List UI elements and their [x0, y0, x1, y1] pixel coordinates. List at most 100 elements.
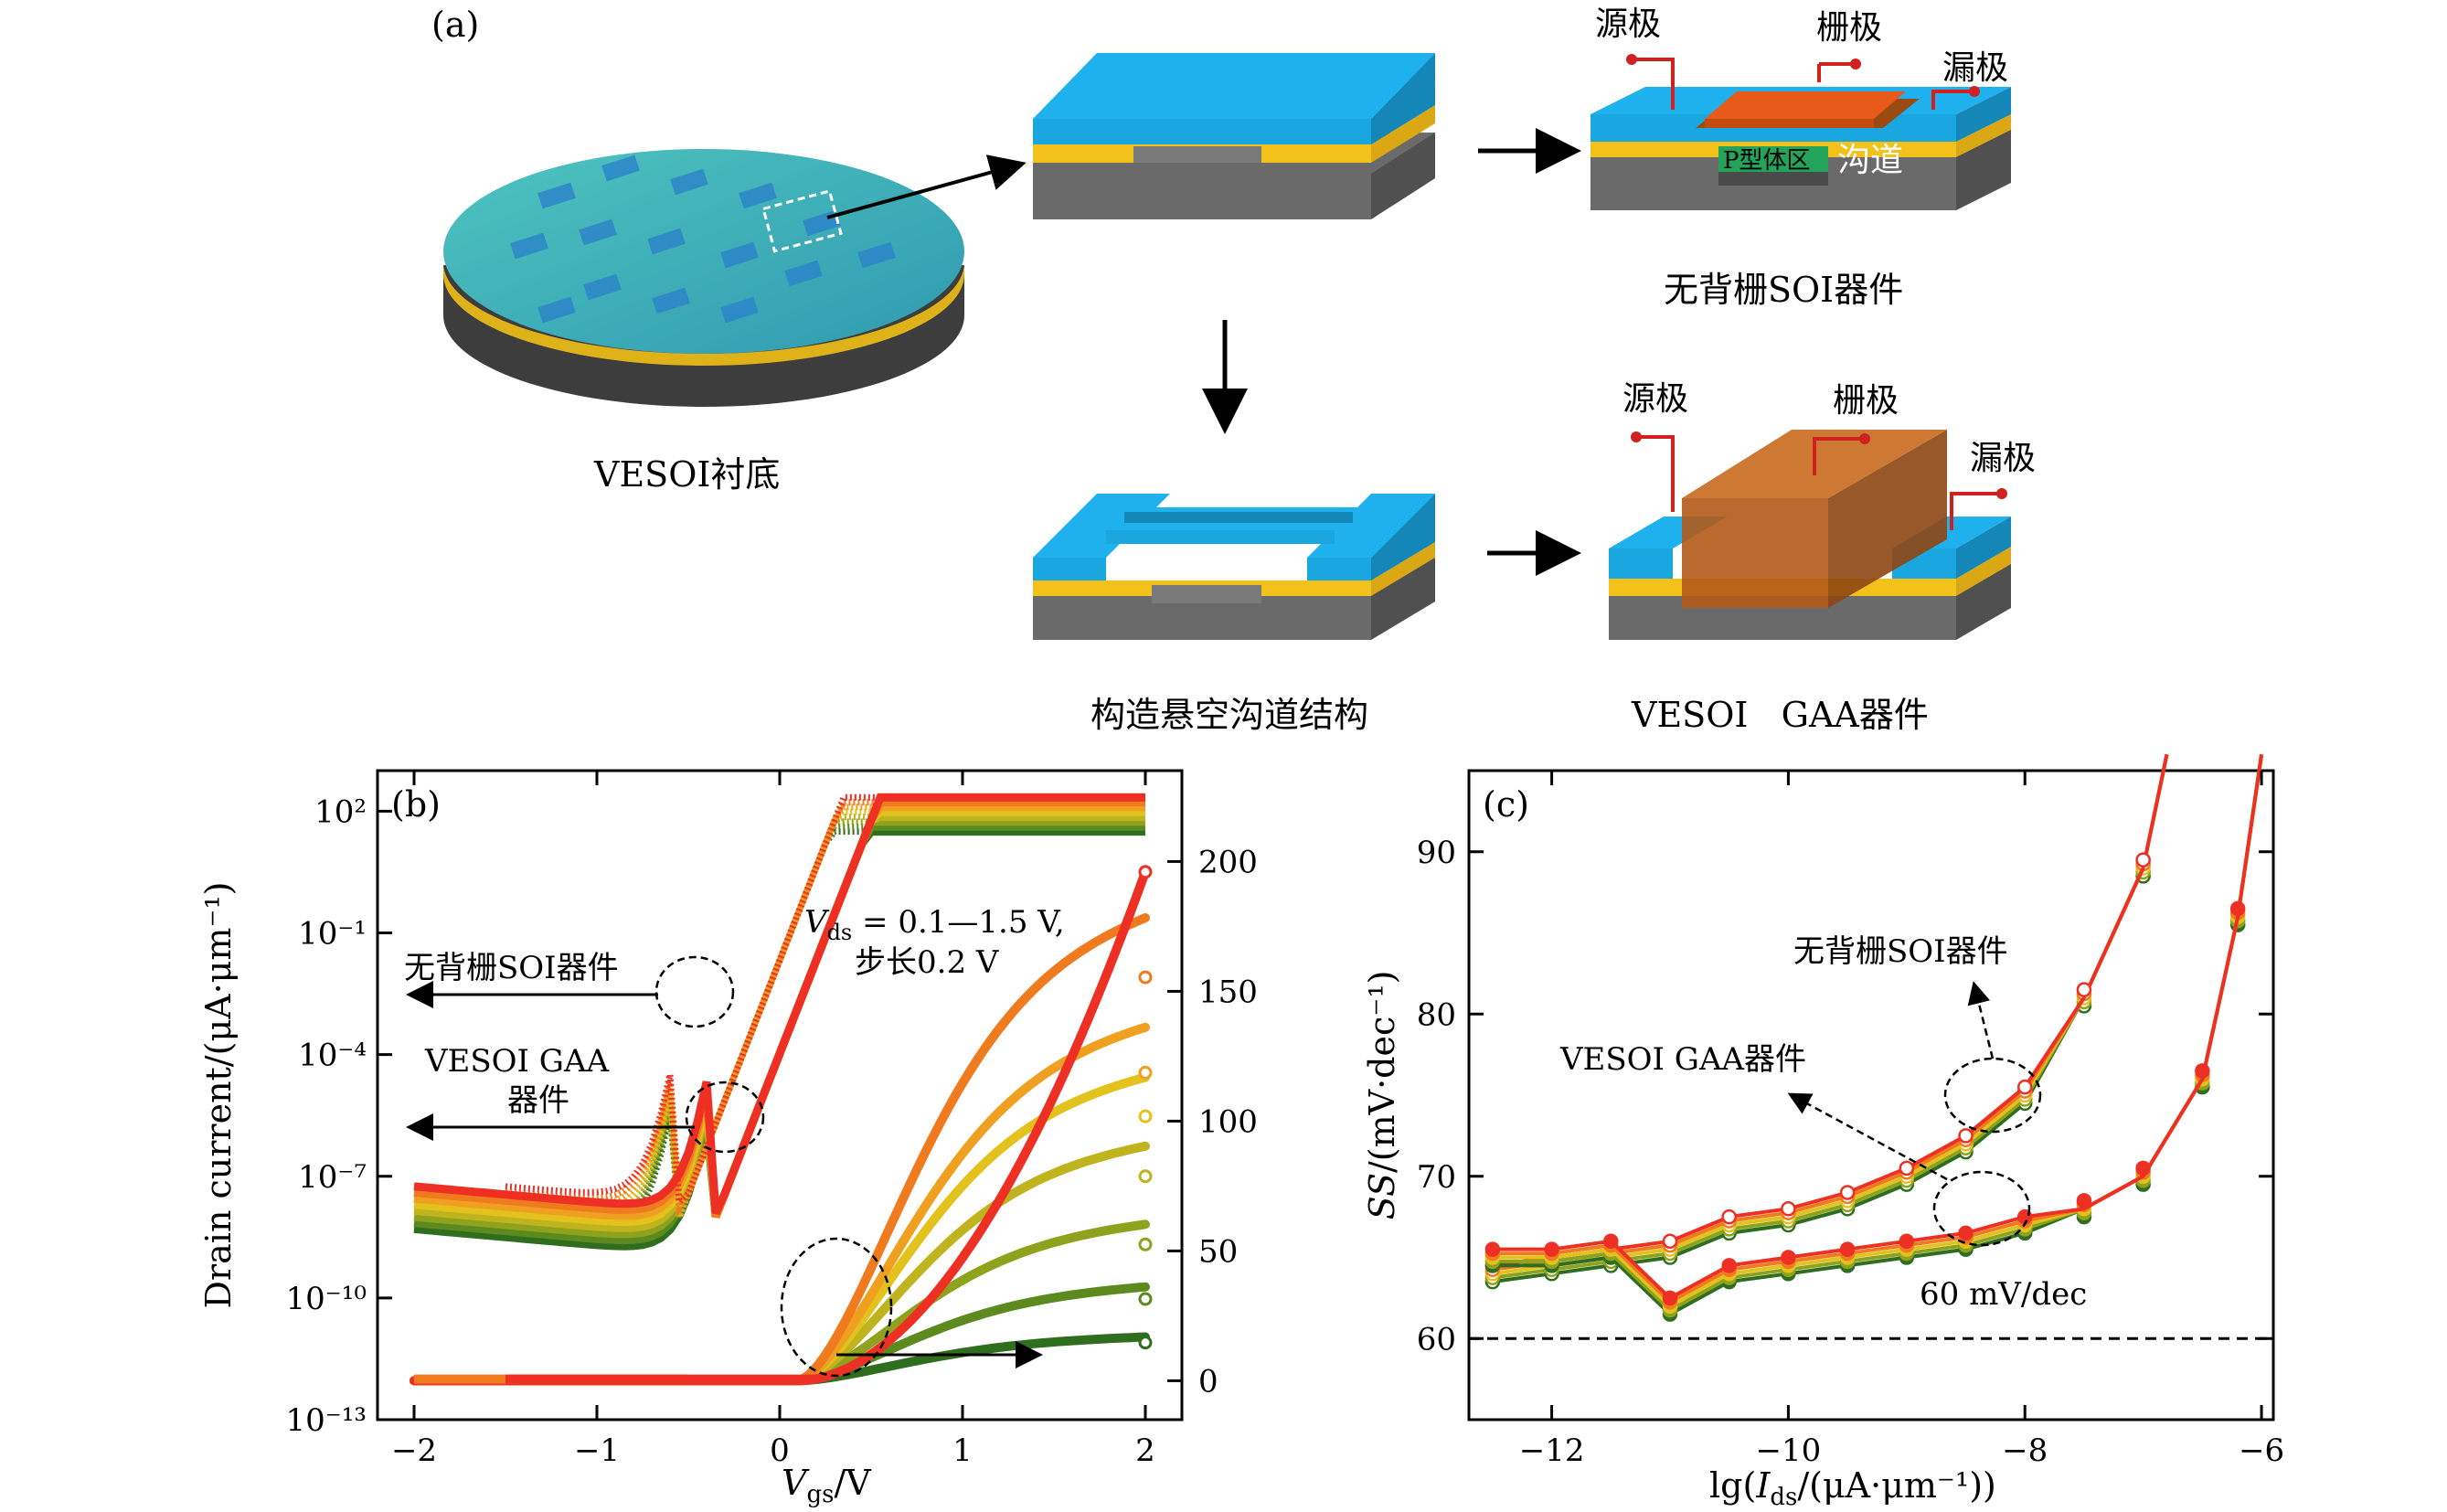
- gaa-ss-marker: [1721, 1258, 1737, 1273]
- b-left-tick-label: 10⁻⁴: [298, 1038, 367, 1074]
- b-left-tick-label: 10²: [314, 793, 367, 830]
- log-curve-soi-vds-1.1: [505, 804, 1145, 1216]
- linear-end-marker-vds-0.7: [1138, 1169, 1153, 1184]
- label-source-1: 源极: [1595, 5, 1661, 43]
- gaa-ss-marker: [1781, 1250, 1796, 1265]
- log-curve-soi-vds-1.3: [505, 799, 1145, 1219]
- no-backgate-soi-device: [1591, 54, 2011, 210]
- gaa-ss-marker: [2076, 1193, 2092, 1209]
- c-y-tick-label: 70: [1417, 1159, 1456, 1196]
- soi-ss-marker: [1958, 1128, 1974, 1144]
- linear-curve-vds-1.3: [410, 913, 1150, 1386]
- panel-b-label: (b): [391, 784, 441, 825]
- panel-b-xlabel: Vgs/V: [782, 1463, 871, 1508]
- log-curve-soi-vds-0.7: [505, 814, 1145, 1220]
- gaa-annotation-b-line2: 器件: [507, 1082, 569, 1119]
- linear-end-marker-vds-0.5: [1138, 1237, 1153, 1251]
- gaa-annotation-c: VESOI GAA器件: [1559, 1041, 1806, 1078]
- gaa-ss-marker: [1544, 1241, 1559, 1257]
- linear-curve-vds-0.1: [410, 1332, 1150, 1386]
- limit-annotation: 60 mV/dec: [1920, 1276, 2087, 1313]
- gaa-ss-curve: [1492, 754, 2264, 1309]
- b-right-tick-label: 0: [1198, 1363, 1218, 1400]
- linear-end-marker-vds-1.1: [1138, 1065, 1153, 1080]
- gaa-ss-marker: [1603, 1233, 1619, 1249]
- log-curve-gaa-vds-0.9: [413, 807, 1145, 1227]
- vesoi-wafer: [443, 149, 1027, 407]
- label-gate-1: 栅极: [1816, 9, 1882, 47]
- soi-ss-marker: [1781, 1201, 1796, 1217]
- soi-ss-marker: [1839, 1185, 1856, 1200]
- no-backgate-caption: 无背栅SOI器件: [1664, 270, 1903, 310]
- panel-b-series: [410, 793, 1153, 1386]
- wafer-caption: VESOI衬底: [593, 454, 780, 495]
- panel-c-frame: [1467, 769, 2275, 1421]
- label-source-2: 源极: [1622, 380, 1688, 418]
- soi-ss-curve: [1492, 753, 2169, 1268]
- gaa-ss-marker: [1958, 1225, 1974, 1241]
- soi-ss-curve: [1492, 753, 2169, 1272]
- c-y-tick-label: 60: [1417, 1321, 1456, 1358]
- linear-end-marker-vds-0.1: [1138, 1336, 1153, 1350]
- b-right-tick-label: 100: [1198, 1103, 1258, 1140]
- gaa-ss-curve: [1492, 754, 2264, 1313]
- panel-b-ticks: 10²10⁻¹10⁻⁴10⁻⁷10⁻¹⁰10⁻¹³200150100500−2−…: [286, 771, 1258, 1469]
- b-left-tick-label: 10⁻¹: [298, 916, 367, 953]
- panel-b-frame: [376, 769, 1184, 1421]
- log-curve-soi-vds-0.5: [505, 818, 1145, 1227]
- soi-annotation-c: 无背栅SOI器件: [1793, 933, 2008, 970]
- suspended-caption: 构造悬空沟道结构: [1091, 695, 1368, 735]
- b-x-tick-label: 1: [952, 1432, 973, 1469]
- soi-ss-marker: [2135, 852, 2151, 868]
- gaa-ss-marker: [1899, 1233, 1915, 1249]
- b-left-tick-label: 10⁻¹⁰: [286, 1281, 367, 1317]
- step-annotation: 步长0.2 V: [855, 944, 1000, 981]
- linear-curve-vds-0.3: [410, 1282, 1150, 1386]
- soi-ss-marker: [2016, 1079, 2033, 1095]
- vds-annotation: Vds = 0.1—1.5 V,: [804, 904, 1065, 945]
- c-y-tick-label: 90: [1417, 835, 1456, 871]
- gaa-ss-curve: [1492, 754, 2264, 1304]
- soi-block: [1033, 53, 1435, 219]
- b-right-tick-label: 200: [1198, 844, 1258, 880]
- label-p-body: P型体区: [1723, 147, 1811, 175]
- gaa-annotation-b-line1: VESOI GAA: [424, 1043, 609, 1080]
- b-right-tick-label: 50: [1198, 1233, 1238, 1270]
- label-channel: 沟道: [1837, 142, 1903, 179]
- b-left-tick-label: 10⁻¹³: [286, 1402, 367, 1439]
- soi-ss-marker: [1662, 1233, 1678, 1249]
- log-curve-gaa-vds-1.5: [413, 793, 1145, 1215]
- suspended-channel-structure: [1033, 494, 1435, 640]
- panel-b-ylabel: Drain current/(μA·μm⁻¹): [198, 881, 239, 1308]
- gaa-ss-marker: [1839, 1241, 1856, 1257]
- soi-ss-marker: [2076, 982, 2092, 997]
- soi-annotation-b: 无背栅SOI器件: [404, 950, 619, 986]
- log-curve-soi-vds-1.5: [505, 793, 1145, 1209]
- c-x-tick-label: −6: [2239, 1432, 2284, 1469]
- b-x-tick-label: 2: [1135, 1432, 1155, 1469]
- b-left-tick-label: 10⁻⁷: [298, 1159, 367, 1196]
- b-x-tick-label: 0: [770, 1432, 790, 1469]
- label-drain-2: 漏极: [1970, 440, 2036, 477]
- c-y-tick-label: 80: [1417, 996, 1456, 1033]
- log-curve-soi-vds-0.3: [505, 823, 1145, 1232]
- gaa-ss-marker: [2135, 1160, 2151, 1177]
- panel-c-xlabel: lg(Ids/(μA·μm⁻¹)): [1709, 1465, 1996, 1511]
- gaa-ss-marker: [1662, 1290, 1678, 1306]
- panel-c-ylabel: SS/(mV·dec⁻¹): [1362, 971, 1402, 1220]
- gaa-ss-marker: [2195, 1063, 2210, 1079]
- log-curve-gaa-vds-0.7: [413, 813, 1145, 1232]
- vesoi-gaa-device: [1609, 430, 2011, 640]
- panel-a-label: (a): [431, 5, 479, 45]
- label-drain-1: 漏极: [1942, 49, 2008, 87]
- linear-end-marker-vds-0.9: [1138, 1109, 1153, 1123]
- log-curve-soi-vds-0.9: [505, 808, 1145, 1219]
- gaa-ss-marker: [2229, 900, 2246, 917]
- soi-ss-marker: [1721, 1209, 1737, 1225]
- c-x-tick-label: −10: [1756, 1432, 1822, 1469]
- log-curve-gaa-vds-1.1: [413, 803, 1145, 1220]
- c-x-tick-label: −8: [2002, 1432, 2048, 1469]
